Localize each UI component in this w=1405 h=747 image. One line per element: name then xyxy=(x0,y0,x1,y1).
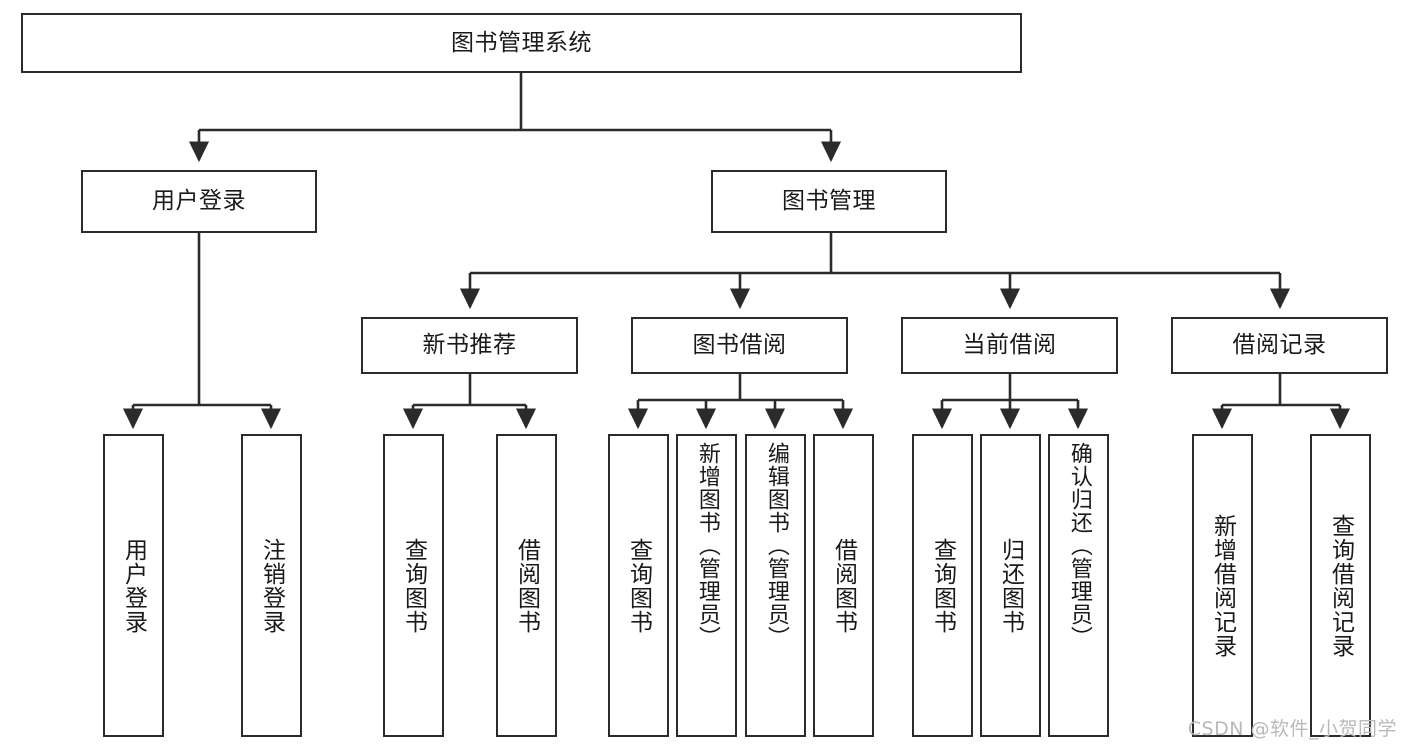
node-current-borrow-label: 当前借阅 xyxy=(962,332,1057,359)
leaf-add-book-admin-label: 新增图书（管理员） xyxy=(694,442,720,649)
leaf-logout-label: 注销登录 xyxy=(258,537,285,634)
node-borrow-record-label: 借阅记录 xyxy=(1232,332,1327,359)
node-book-management-label: 图书管理 xyxy=(782,188,876,215)
node-book-borrow-label: 图书借阅 xyxy=(692,332,787,359)
leaf-user-login-label: 用户登录 xyxy=(120,537,147,634)
node-borrow-record[interactable]: 借阅记录 xyxy=(1171,317,1388,374)
watermark-text: CSDN @软件_小贺同学 xyxy=(1187,718,1397,740)
leaf-add-borrow-record[interactable]: 新增借阅记录 xyxy=(1192,434,1253,737)
leaf-recommend-query-book[interactable]: 查询图书 xyxy=(383,434,444,737)
leaf-current-query-book[interactable]: 查询图书 xyxy=(912,434,973,737)
leaf-return-book-label: 归还图书 xyxy=(997,537,1024,634)
node-book-borrow[interactable]: 图书借阅 xyxy=(631,317,848,374)
leaf-current-query-book-label: 查询图书 xyxy=(929,537,956,634)
leaf-query-borrow-record[interactable]: 查询借阅记录 xyxy=(1310,434,1371,737)
leaf-query-borrow-record-label: 查询借阅记录 xyxy=(1327,513,1354,658)
node-new-book-recommend[interactable]: 新书推荐 xyxy=(361,317,578,374)
leaf-recommend-query-book-label: 查询图书 xyxy=(400,537,427,634)
leaf-add-borrow-record-label: 新增借阅记录 xyxy=(1209,513,1236,658)
node-user-login-label: 用户登录 xyxy=(152,188,246,215)
leaf-user-login[interactable]: 用户登录 xyxy=(103,434,164,737)
leaf-borrow-borrow-book-label: 借阅图书 xyxy=(830,537,857,634)
leaf-add-book-admin[interactable]: 新增图书（管理员） xyxy=(676,434,737,737)
leaf-confirm-return-admin[interactable]: 确认归还（管理员） xyxy=(1048,434,1109,737)
leaf-borrow-borrow-book[interactable]: 借阅图书 xyxy=(813,434,874,737)
node-current-borrow[interactable]: 当前借阅 xyxy=(901,317,1118,374)
node-root-label: 图书管理系统 xyxy=(451,29,592,56)
leaf-logout[interactable]: 注销登录 xyxy=(241,434,302,737)
leaf-borrow-query-book[interactable]: 查询图书 xyxy=(608,434,669,737)
leaf-borrow-query-book-label: 查询图书 xyxy=(625,537,652,634)
leaf-edit-book-admin-label: 编辑图书（管理员） xyxy=(763,442,789,649)
node-user-login[interactable]: 用户登录 xyxy=(81,170,317,233)
leaf-recommend-borrow-book-label: 借阅图书 xyxy=(513,537,540,634)
leaf-confirm-return-admin-label: 确认归还（管理员） xyxy=(1066,442,1092,649)
leaf-edit-book-admin[interactable]: 编辑图书（管理员） xyxy=(745,434,806,737)
node-new-book-recommend-label: 新书推荐 xyxy=(422,332,517,359)
leaf-recommend-borrow-book[interactable]: 借阅图书 xyxy=(496,434,557,737)
node-book-management[interactable]: 图书管理 xyxy=(711,170,947,233)
leaf-return-book[interactable]: 归还图书 xyxy=(980,434,1041,737)
node-root[interactable]: 图书管理系统 xyxy=(21,13,1022,73)
